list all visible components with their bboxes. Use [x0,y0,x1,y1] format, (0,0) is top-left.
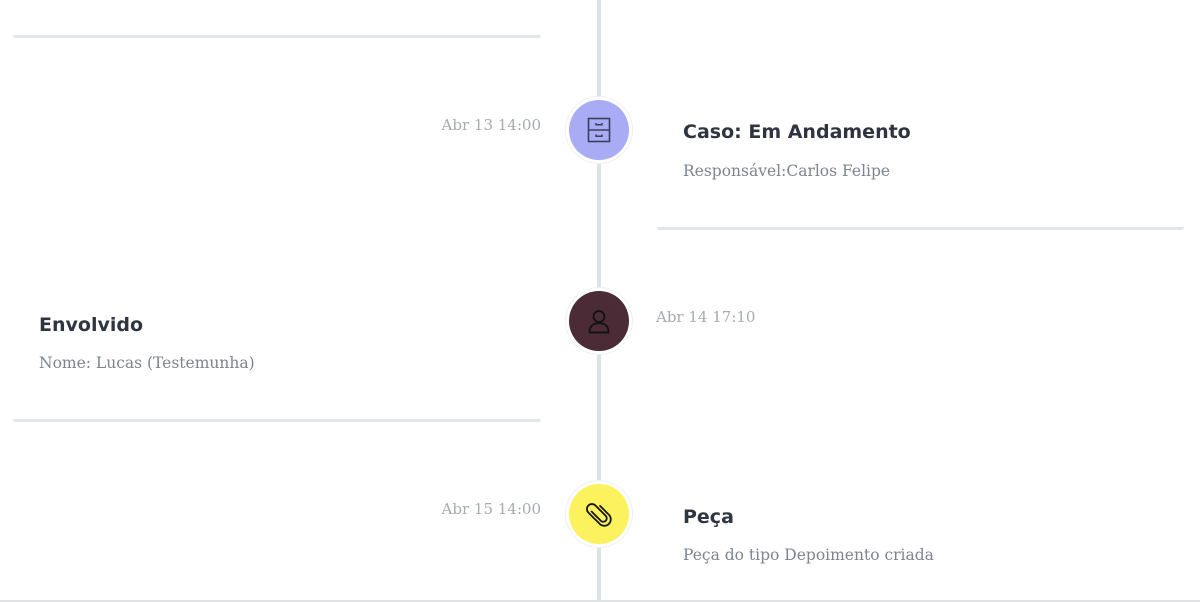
user-icon [588,310,610,334]
timeline-card-previous[interactable] [13,0,541,38]
timeline-card[interactable]: Caso: Em Andamento Responsável:Carlos Fe… [657,94,1184,230]
file-cabinet-icon [587,117,611,143]
card-description: Peça do tipo Depoimento criada [683,546,934,564]
marker-circle [569,291,629,351]
timeline-marker [566,481,632,547]
card-description: Responsável:Carlos Felipe [683,162,891,180]
card-title: Envolvido [39,314,144,336]
timeline-card[interactable]: Peça Peça do tipo Depoimento criada [657,478,1184,602]
page-bottom-divider [0,600,1200,602]
event-date: Abr 15 14:00 [441,500,541,518]
event-date: Abr 14 17:10 [656,308,756,326]
event-date: Abr 13 14:00 [441,116,541,134]
marker-circle [569,100,629,160]
marker-circle [569,484,629,544]
card-title: Peça [683,506,734,528]
card-title: Caso: Em Andamento [683,121,911,143]
timeline-marker [566,97,632,163]
timeline-card[interactable]: Envolvido Nome: Lucas (Testemunha) [13,286,541,422]
paperclip-icon [586,503,612,527]
timeline-marker [566,288,632,354]
card-description: Nome: Lucas (Testemunha) [39,354,255,372]
